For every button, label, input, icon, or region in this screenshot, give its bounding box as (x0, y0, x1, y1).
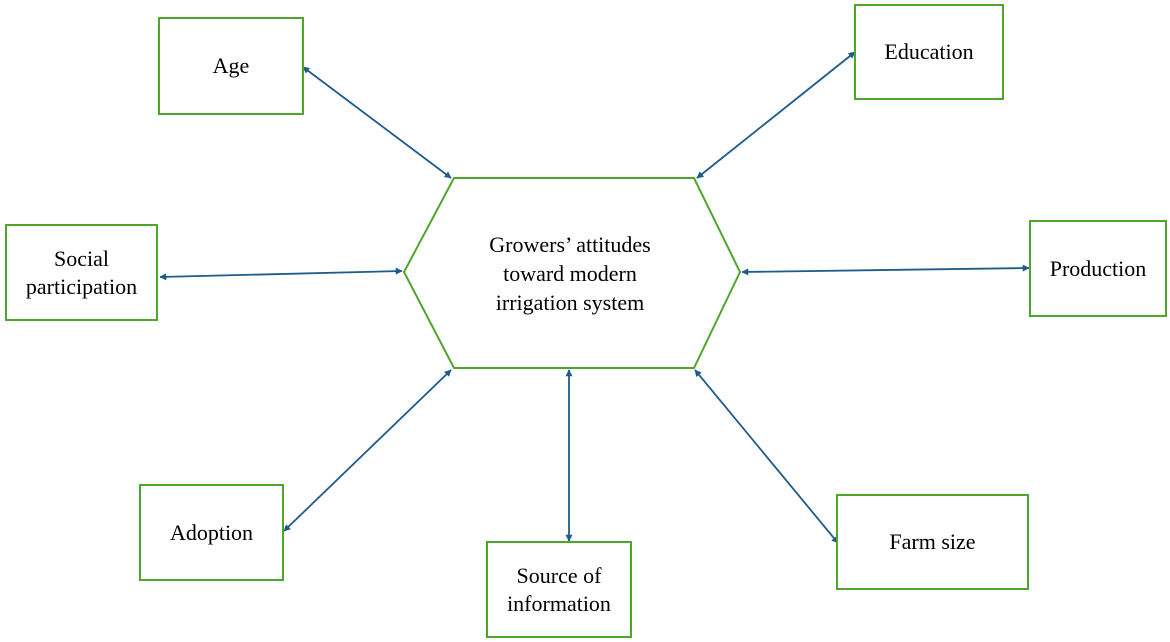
center-label-line-3: irrigation system (495, 289, 645, 315)
factor-box-age: Age (158, 17, 304, 115)
factor-box-source-of-information: Source of information (486, 541, 632, 638)
arrow-social-participation (159, 267, 403, 281)
arrow-age (302, 66, 452, 179)
factor-box-social-participation: Social participation (5, 224, 158, 321)
factor-label-age: Age (212, 53, 250, 78)
factor-box-production: Production (1029, 220, 1167, 317)
factor-label-source-line-2: information (507, 590, 611, 616)
center-hexagon (402, 177, 742, 369)
arrow-adoption (283, 369, 452, 532)
center-label: Growers’ attitudes toward modern irrigat… (430, 228, 710, 318)
factor-label-education: Education (884, 39, 974, 64)
factor-label-production: Production (1049, 255, 1147, 281)
arrow-farm-size (694, 369, 839, 544)
factor-label-source-line-1: Source of (516, 562, 602, 588)
factor-box-farm-size: Farm size (836, 494, 1029, 590)
arrow-education (696, 51, 856, 179)
factor-label-adoption: Adoption (169, 519, 254, 545)
factor-box-education: Education (854, 4, 1004, 100)
arrow-production (741, 264, 1030, 276)
factor-label-social-line-1: Social (54, 245, 109, 271)
factor-label-farm-size: Farm size (889, 529, 976, 554)
center-label-line-2: toward modern (503, 260, 637, 286)
factor-label-social-line-2: participation (25, 273, 138, 299)
center-label-line-1: Growers’ attitudes (489, 231, 651, 257)
factor-box-adoption: Adoption (139, 484, 284, 581)
